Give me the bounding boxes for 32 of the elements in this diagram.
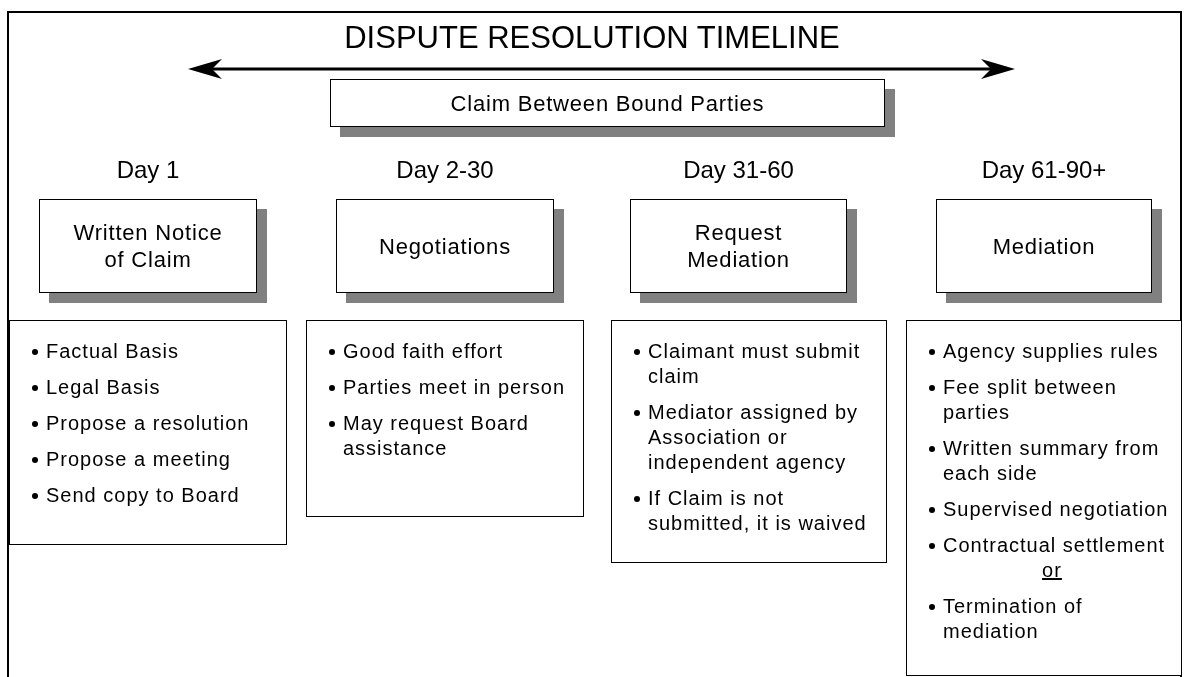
bullet-item: Send copy to Board: [46, 484, 240, 506]
bullet-item: Good faith effort: [343, 340, 504, 362]
stage-label: Written Notice of Claim: [72, 219, 224, 273]
bullet-item: Legal Basis: [46, 376, 161, 398]
stage-label: Negotiations: [379, 232, 511, 260]
stage-label: Mediation: [992, 232, 1096, 260]
bullet-item: Fee split between parties: [943, 376, 1117, 423]
day-label: Day 2-30: [395, 156, 495, 184]
bullet-item: Agency supplies rules: [943, 340, 1159, 362]
bullet-item: Propose a meeting: [46, 448, 231, 470]
bullet-item: Propose a resolution: [46, 412, 250, 434]
bullet-item: May request Board assistance: [343, 412, 529, 459]
bullet-item: Claimant must submit claim: [648, 340, 861, 387]
details-box: [306, 320, 584, 517]
bullet-item: Termination of mediation: [943, 595, 1083, 642]
day-label: Day 61-90+: [980, 156, 1108, 184]
details-box: [906, 320, 1182, 676]
box-label: Claim Between Bound Parties: [450, 89, 765, 117]
details-box: [611, 320, 887, 563]
stage-label: Request Mediation: [686, 219, 791, 273]
bullet-item: Contractual settlement: [943, 534, 1166, 556]
bullet-item: Mediator assigned by Association or independent agency: [648, 401, 859, 473]
day-label: Day 1: [115, 156, 181, 184]
bullet-item: If Claim is not submitted, it is waived: [648, 487, 867, 534]
bullet-item: Supervised negotiation: [943, 498, 1169, 520]
bullet-item: Factual Basis: [46, 340, 180, 362]
details-box: [9, 320, 287, 545]
conjunction: or: [1042, 559, 1062, 581]
bullet-item: Written summary from each side: [943, 437, 1160, 484]
day-label: Day 31-60: [682, 156, 795, 184]
bullet-item: Parties meet in person: [343, 376, 566, 398]
title: DISPUTE RESOLUTION TIMELINE: [343, 20, 841, 56]
